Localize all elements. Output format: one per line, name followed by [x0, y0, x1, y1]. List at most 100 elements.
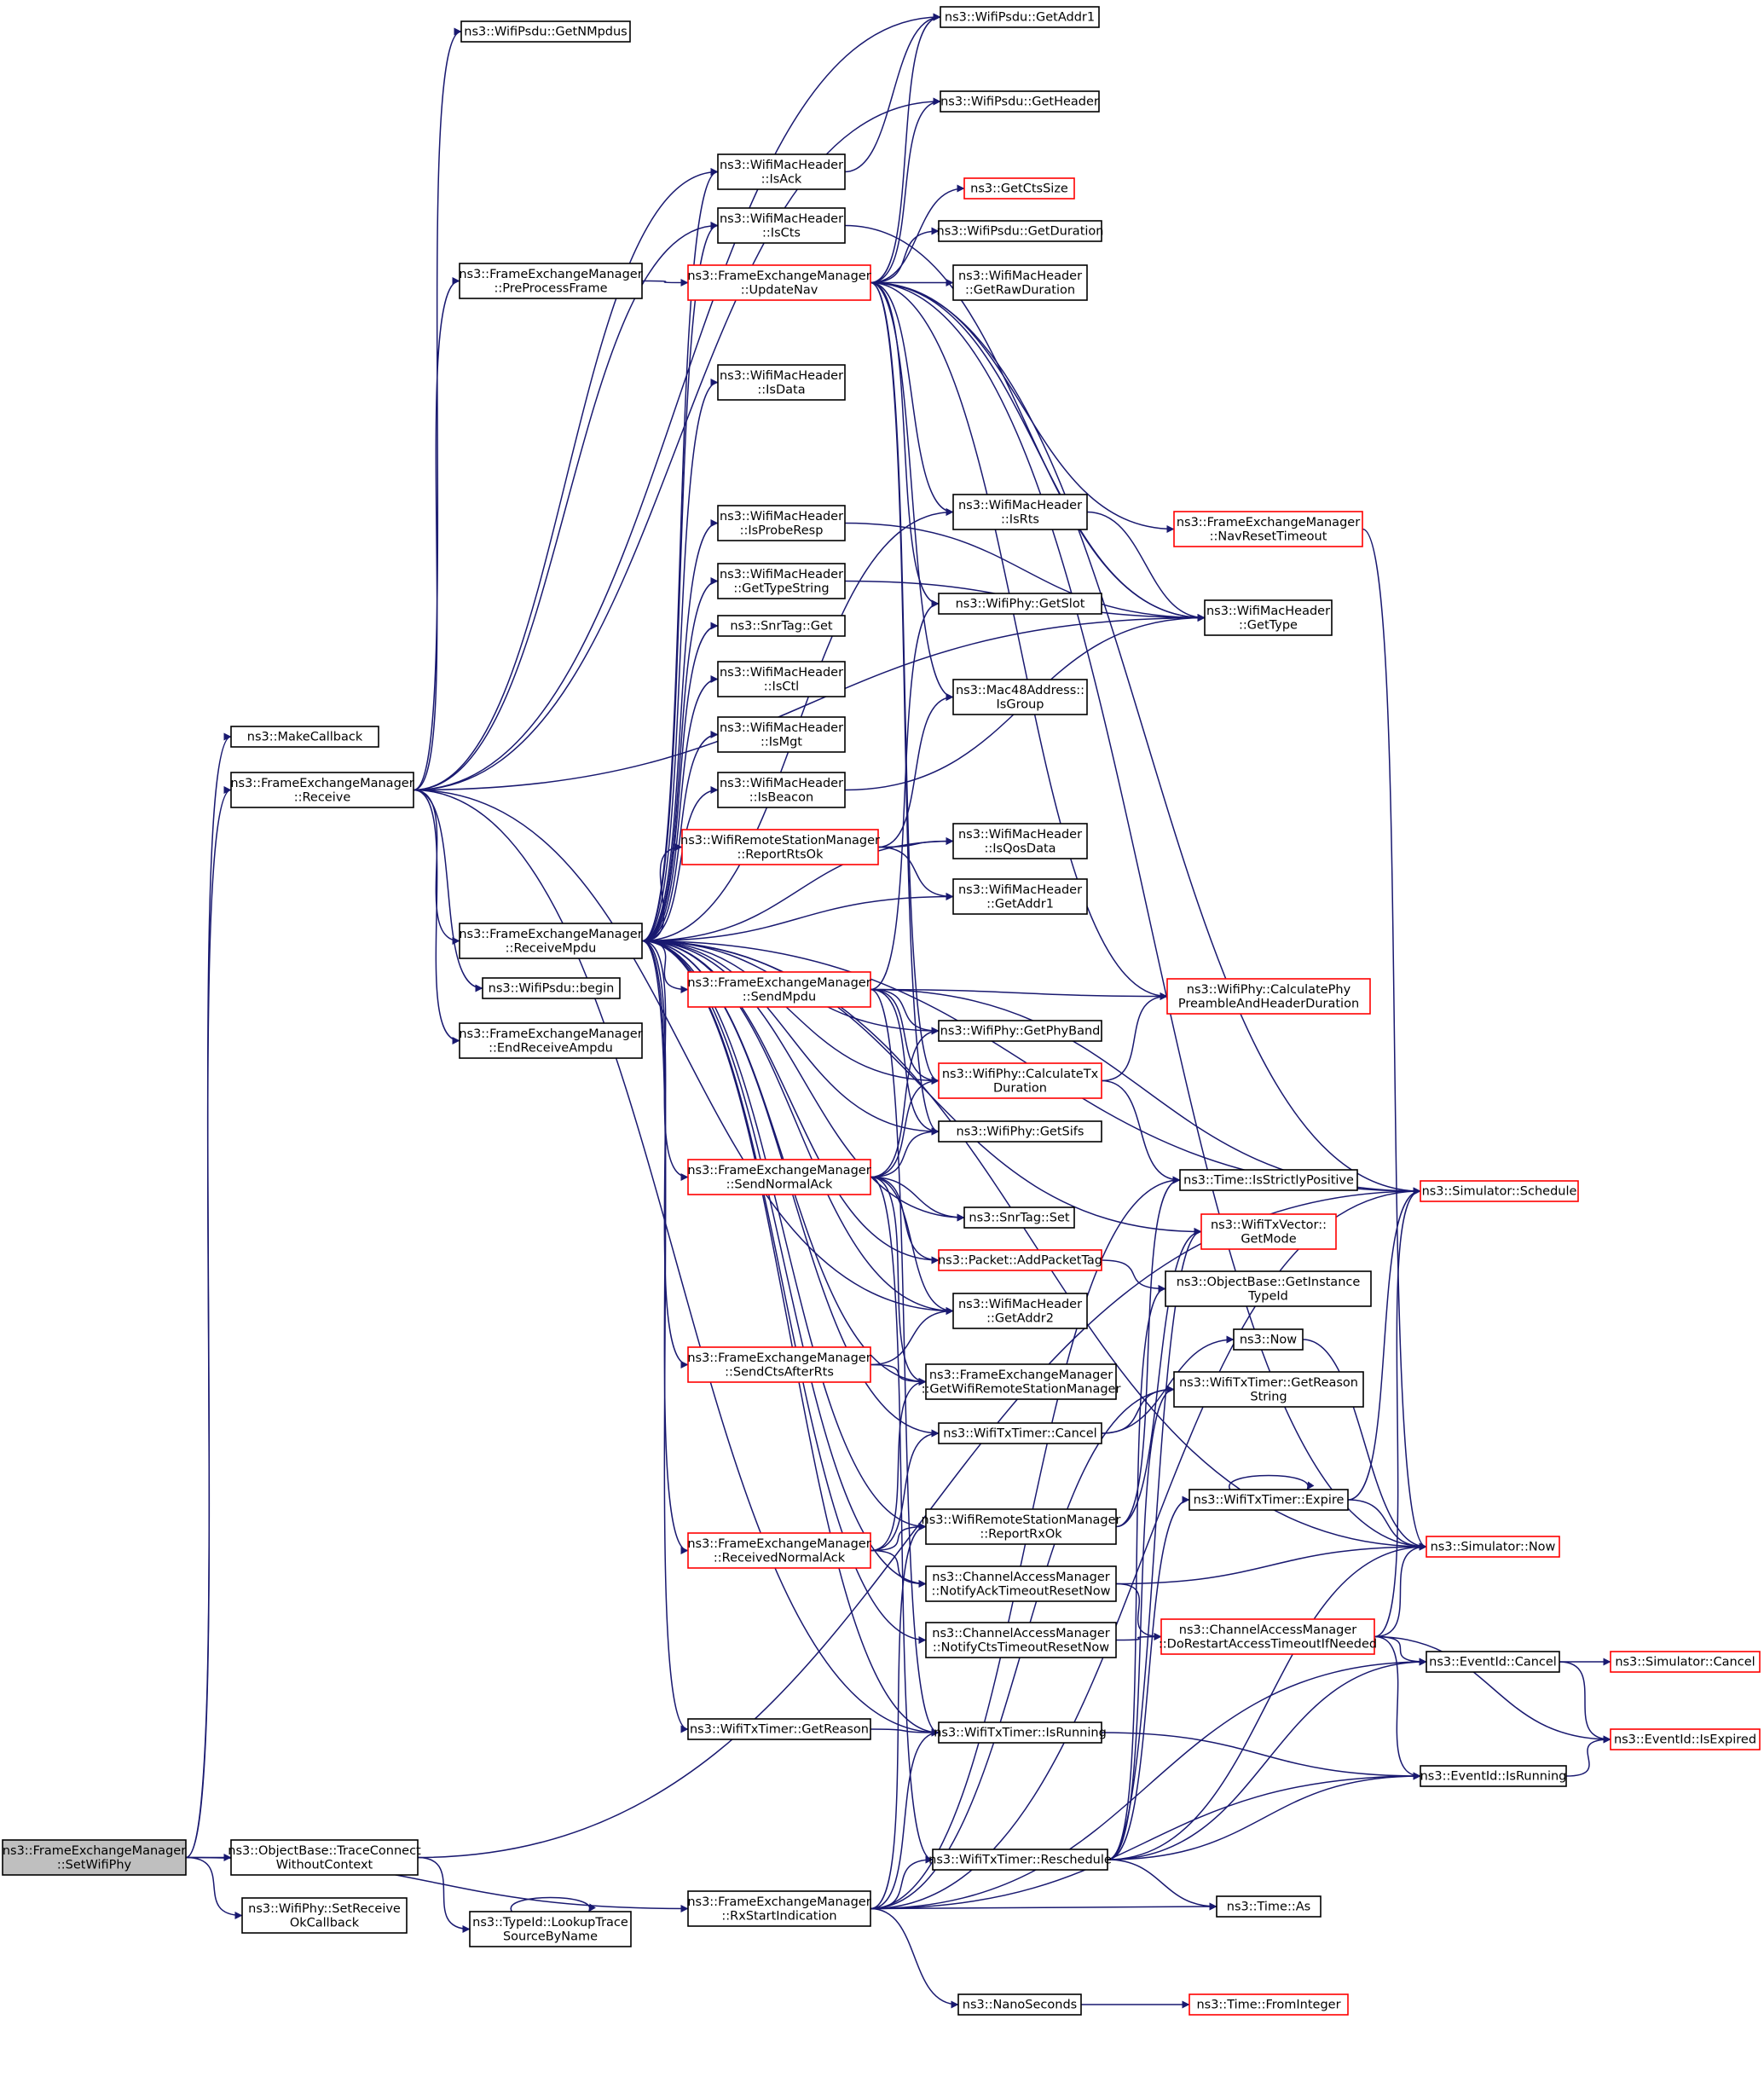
- node-box-simnow[interactable]: [1426, 1536, 1560, 1558]
- node-box-notifyacktimeout[interactable]: [925, 1565, 1117, 1602]
- node-dorestartaccess[interactable]: ns3::ChannelAccessManager::DoRestartAcce…: [1159, 1618, 1377, 1655]
- node-box-receivednormalack[interactable]: [687, 1532, 871, 1569]
- node-isrts[interactable]: ns3::WifiMacHeader::IsRts: [952, 494, 1088, 530]
- node-getphyband[interactable]: ns3::WifiPhy::GetPhyBand: [938, 1020, 1102, 1042]
- node-nanoseconds[interactable]: ns3::NanoSeconds: [957, 1993, 1082, 2016]
- node-preprocessframe[interactable]: ns3::FrameExchangeManager::PreProcessFra…: [459, 263, 643, 299]
- node-timeas[interactable]: ns3::Time::As: [1216, 1895, 1322, 1918]
- node-box-now[interactable]: [1233, 1328, 1304, 1351]
- node-psdubegin[interactable]: ns3::WifiPsdu::begin: [482, 977, 621, 999]
- node-box-getrawduration[interactable]: [952, 264, 1088, 301]
- node-eventcancel[interactable]: ns3::EventId::Cancel: [1426, 1651, 1560, 1673]
- node-hdrgettype[interactable]: ns3::WifiMacHeader::GetType: [1204, 599, 1333, 636]
- node-snrtagset[interactable]: ns3::SnrTag::Set: [963, 1206, 1075, 1229]
- node-box-gettypestring[interactable]: [717, 563, 846, 599]
- node-ismgt[interactable]: ns3::WifiMacHeader::IsMgt: [717, 716, 846, 753]
- node-box-eventcancel[interactable]: [1426, 1651, 1560, 1673]
- node-box-receive[interactable]: [230, 772, 414, 808]
- node-box-snrtagget[interactable]: [717, 615, 846, 637]
- node-box-getsifs[interactable]: [938, 1120, 1102, 1143]
- node-isbeacon[interactable]: ns3::WifiMacHeader::IsBeacon: [717, 772, 846, 808]
- node-notifyacktimeout[interactable]: ns3::ChannelAccessManager::NotifyAckTime…: [925, 1565, 1117, 1602]
- node-box-psdugetheader[interactable]: [940, 90, 1100, 113]
- node-box-setwifiphy[interactable]: [2, 1839, 187, 1876]
- node-box-isack[interactable]: [717, 153, 846, 190]
- node-psdugetaddr1[interactable]: ns3::WifiPsdu::GetAddr1: [940, 6, 1100, 28]
- node-makecallback[interactable]: ns3::MakeCallback: [230, 726, 379, 748]
- node-box-isgroup[interactable]: [952, 679, 1088, 715]
- node-hdrgetaddr1[interactable]: ns3::WifiMacHeader::GetAddr1: [952, 878, 1088, 915]
- node-box-setreceiveok[interactable]: [241, 1897, 408, 1934]
- node-box-txtimergetreason[interactable]: [687, 1718, 871, 1740]
- node-now[interactable]: ns3::Now: [1233, 1328, 1304, 1351]
- node-getctssize[interactable]: ns3::GetCtsSize: [963, 177, 1075, 200]
- node-txtimerreschedule[interactable]: ns3::WifiTxTimer::Reschedule: [928, 1849, 1112, 1871]
- node-box-sendctsafterrts[interactable]: [687, 1346, 871, 1383]
- node-box-notifyctstimeout[interactable]: [925, 1622, 1117, 1658]
- node-box-eventisexpired[interactable]: [1610, 1728, 1761, 1750]
- node-isstrictlypositive[interactable]: ns3::Time::IsStrictlyPositive: [1179, 1169, 1358, 1191]
- node-box-timeas[interactable]: [1216, 1895, 1322, 1918]
- node-box-hdrgetaddr1[interactable]: [952, 878, 1088, 915]
- node-snrtagget[interactable]: ns3::SnrTag::Get: [717, 615, 846, 637]
- node-box-sendnormalack[interactable]: [687, 1159, 871, 1195]
- node-endreceiveampdu[interactable]: ns3::FrameExchangeManager::EndReceiveAmp…: [459, 1022, 643, 1059]
- node-box-calctxduration[interactable]: [938, 1062, 1102, 1099]
- node-eventisexpired[interactable]: ns3::EventId::IsExpired: [1610, 1728, 1761, 1750]
- node-box-getwifirsm[interactable]: [925, 1363, 1117, 1400]
- node-box-getinstancetypeid[interactable]: [1165, 1270, 1372, 1307]
- node-box-isproberesp[interactable]: [717, 505, 846, 541]
- node-iscts[interactable]: ns3::WifiMacHeader::IsCts: [717, 207, 846, 244]
- node-box-getnmpdus[interactable]: [460, 20, 631, 43]
- node-box-psdugetaddr1[interactable]: [940, 6, 1100, 28]
- node-box-txtimerexpire[interactable]: [1189, 1489, 1349, 1511]
- node-box-makecallback[interactable]: [230, 726, 379, 748]
- node-simnow[interactable]: ns3::Simulator::Now: [1426, 1536, 1560, 1558]
- node-isctl[interactable]: ns3::WifiMacHeader::IsCtl: [717, 661, 846, 697]
- node-box-ismgt[interactable]: [717, 716, 846, 753]
- node-eventisrunning[interactable]: ns3::EventId::IsRunning: [1420, 1765, 1567, 1787]
- node-box-preprocessframe[interactable]: [459, 263, 643, 299]
- node-box-isdata[interactable]: [717, 364, 846, 401]
- node-sendnormalack[interactable]: ns3::FrameExchangeManager::SendNormalAck: [687, 1159, 871, 1195]
- node-gettypestring[interactable]: ns3::WifiMacHeader::GetTypeString: [717, 563, 846, 599]
- node-isproberesp[interactable]: ns3::WifiMacHeader::IsProbeResp: [717, 505, 846, 541]
- node-navresettimeout[interactable]: ns3::FrameExchangeManager::NavResetTimeo…: [1173, 511, 1363, 547]
- node-hdrgetaddr2[interactable]: ns3::WifiMacHeader::GetAddr2: [952, 1293, 1088, 1329]
- node-calcpreamble[interactable]: ns3::WifiPhy::CalculatePhyPreambleAndHea…: [1166, 978, 1371, 1015]
- node-txtimerisrunning[interactable]: ns3::WifiTxTimer::IsRunning: [934, 1721, 1107, 1744]
- node-txtimercancel[interactable]: ns3::WifiTxTimer::Cancel: [938, 1422, 1102, 1444]
- node-notifyctstimeout[interactable]: ns3::ChannelAccessManager::NotifyCtsTime…: [925, 1622, 1117, 1658]
- node-getnmpdus[interactable]: ns3::WifiPsdu::GetNMpdus: [460, 20, 631, 43]
- node-box-updatenav[interactable]: [687, 264, 871, 301]
- node-box-snrtagset[interactable]: [963, 1206, 1075, 1229]
- node-box-getctssize[interactable]: [963, 177, 1075, 200]
- node-box-lookuptrace[interactable]: [469, 1911, 632, 1947]
- node-psdugetheader[interactable]: ns3::WifiPsdu::GetHeader: [940, 90, 1100, 113]
- node-box-timefrominteger[interactable]: [1189, 1993, 1349, 2016]
- node-box-hdrgettype[interactable]: [1204, 599, 1333, 636]
- node-box-psdugetduration[interactable]: [938, 220, 1102, 242]
- node-box-rxstartindication[interactable]: [687, 1890, 871, 1927]
- node-timefrominteger[interactable]: ns3::Time::FromInteger: [1189, 1993, 1349, 2016]
- node-box-isctl[interactable]: [717, 661, 846, 697]
- node-box-endreceiveampdu[interactable]: [459, 1022, 643, 1059]
- node-box-dorestartaccess[interactable]: [1160, 1618, 1375, 1655]
- node-box-schedule[interactable]: [1420, 1180, 1579, 1202]
- node-getsifs[interactable]: ns3::WifiPhy::GetSifs: [938, 1120, 1102, 1143]
- node-traceconnect[interactable]: ns3::ObjectBase::TraceConnectWithoutCont…: [228, 1839, 421, 1876]
- node-getwifirsm[interactable]: ns3::FrameExchangeManager::GetWifiRemote…: [922, 1363, 1121, 1400]
- node-reportrxok[interactable]: ns3::WifiRemoteStationManager::ReportRxO…: [922, 1508, 1121, 1545]
- node-updatenav[interactable]: ns3::FrameExchangeManager::UpdateNav: [687, 264, 871, 301]
- node-receive[interactable]: ns3::FrameExchangeManager::Receive: [230, 772, 414, 808]
- node-box-isqosdata[interactable]: [952, 823, 1088, 859]
- node-box-psdubegin[interactable]: [482, 977, 621, 999]
- node-box-txtimerreschedule[interactable]: [932, 1849, 1108, 1871]
- node-box-hdrgetaddr2[interactable]: [952, 1293, 1088, 1329]
- node-box-traceconnect[interactable]: [230, 1839, 419, 1876]
- node-box-getslot[interactable]: [938, 593, 1102, 615]
